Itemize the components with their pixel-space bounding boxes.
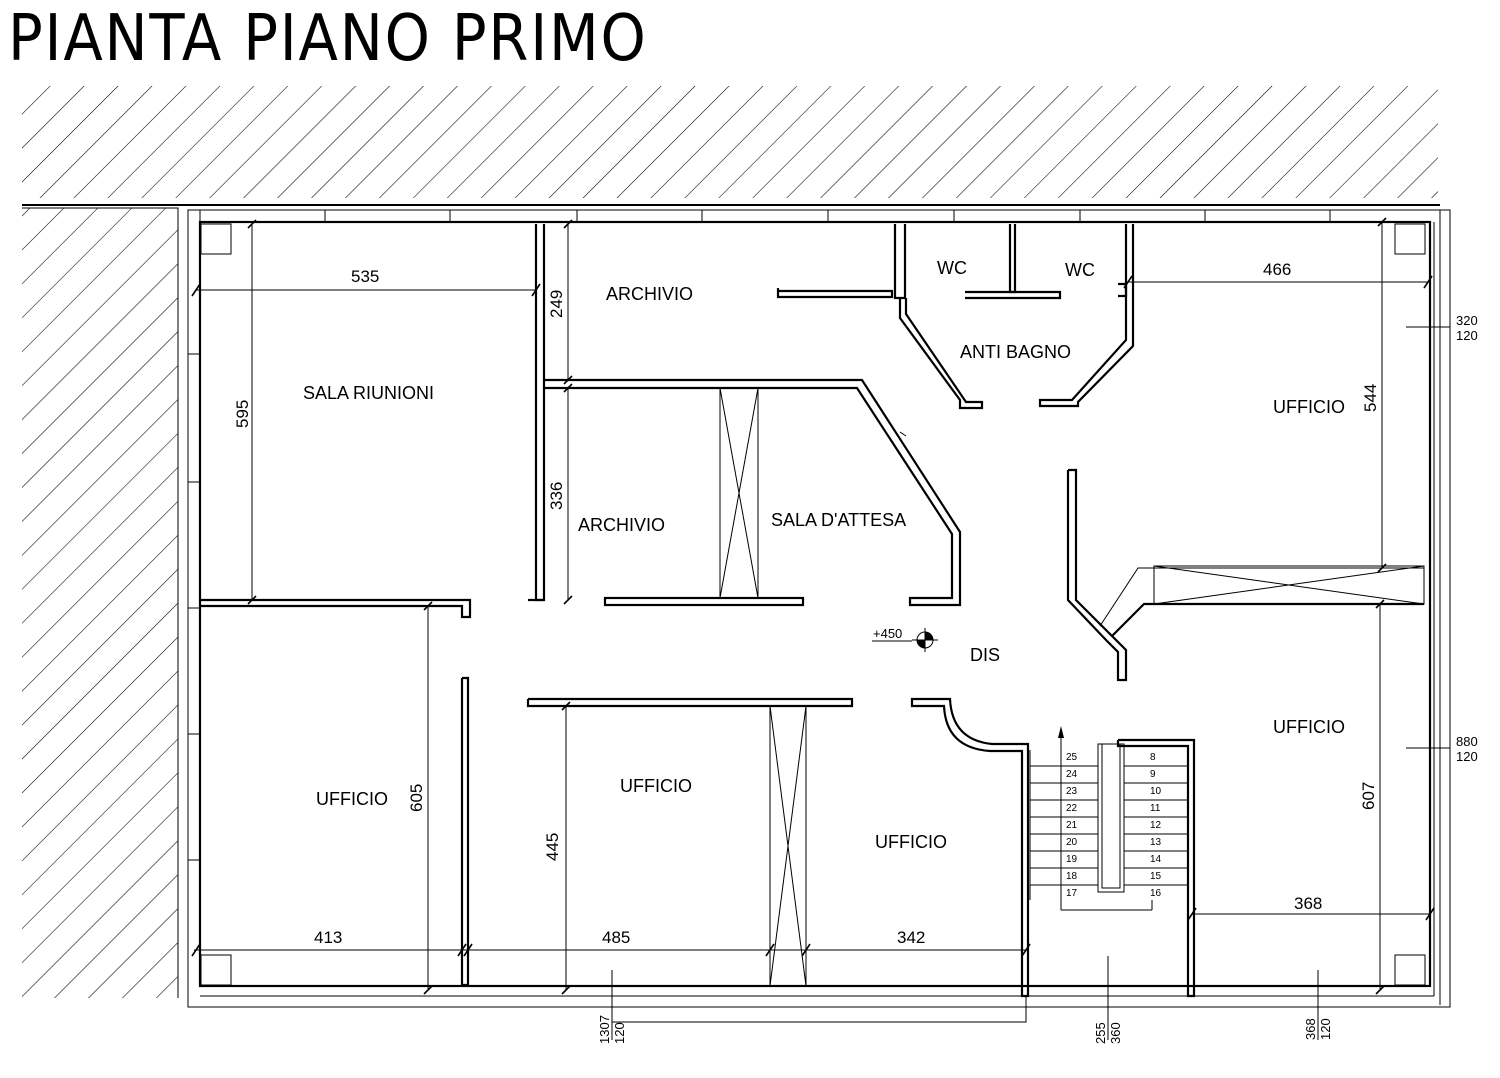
opening-b3-b: 120	[1318, 1018, 1333, 1040]
room-sala-attesa: SALA D'ATTESA	[771, 510, 906, 530]
dim-466: 466	[1263, 260, 1291, 279]
room-ufficio-top-right: UFFICIO	[1273, 397, 1345, 417]
outer-walls	[187, 209, 1451, 1008]
dim-535: 535	[351, 267, 379, 286]
opening-b1-a: 1307	[597, 1015, 612, 1044]
stair-step-number: 15	[1150, 871, 1162, 882]
stair-step-number: 9	[1150, 769, 1156, 780]
opening-b3-a: 368	[1303, 1018, 1318, 1040]
room-ufficio-bottom-center: UFFICIO	[875, 832, 947, 852]
staircase: 25 24 23 22 21 20 19 18 17 8 9 10 11 12 13 14 15 16	[1029, 726, 1188, 911]
room-ufficio-mid-right: UFFICIO	[1273, 717, 1345, 737]
stair-step-number: 21	[1066, 820, 1078, 831]
stair-step-number: 14	[1150, 854, 1162, 865]
stair-step-number: 12	[1150, 820, 1162, 831]
stair-step-number: 22	[1066, 803, 1078, 814]
dim-413: 413	[314, 928, 342, 947]
dim-607: 607	[1359, 782, 1378, 810]
dim-445: 445	[543, 833, 562, 861]
dim-595: 595	[233, 400, 252, 428]
stair-step-number: 24	[1066, 769, 1078, 780]
room-dis: DIS	[970, 645, 1000, 665]
opening-b2-a: 255	[1093, 1022, 1108, 1044]
room-wc-left: WC	[937, 258, 967, 278]
dim-605: 605	[407, 784, 426, 812]
dim-485: 485	[602, 928, 630, 947]
plan-title: PIANTA PIANO PRIMO	[8, 2, 648, 76]
level-marker: +450	[872, 626, 938, 652]
room-archivio-top: ARCHIVIO	[606, 284, 693, 304]
neighbour-building-top	[22, 86, 1438, 198]
room-wc-right: WC	[1065, 260, 1095, 280]
stair-step-number: 10	[1150, 786, 1162, 797]
room-archivio-mid: ARCHIVIO	[578, 515, 665, 535]
room-labels: SALA RIUNIONI ARCHIVIO ARCHIVIO SALA D'A…	[303, 258, 1345, 852]
room-sala-riunioni: SALA RIUNIONI	[303, 383, 434, 403]
stair-step-number: 16	[1150, 888, 1162, 899]
room-ufficio-bottom-left: UFFICIO	[316, 789, 388, 809]
stair-step-number: 13	[1150, 837, 1162, 848]
dim-544: 544	[1361, 384, 1380, 412]
stair-step-number: 19	[1066, 854, 1078, 865]
dimension-lines	[191, 217, 1450, 1040]
opening-r2-a: 880	[1456, 734, 1478, 749]
dim-336: 336	[547, 482, 566, 510]
stair-step-number: 23	[1066, 786, 1078, 797]
dim-342: 342	[897, 928, 925, 947]
dim-368: 368	[1294, 894, 1322, 913]
neighbour-building-left	[22, 207, 179, 998]
stair-step-number: 20	[1066, 837, 1078, 848]
opening-b2-b: 360	[1108, 1022, 1123, 1044]
stair-step-number: 18	[1066, 871, 1078, 882]
stair-step-number: 11	[1150, 803, 1161, 814]
dim-249: 249	[547, 290, 566, 318]
dimension-labels: 535 595 249 336 466 544 605 445 607 413 …	[233, 260, 1380, 947]
opening-b1-b: 120	[612, 1022, 627, 1044]
opening-references: 320 120 880 120 1307 120 255 360 368 120	[597, 313, 1478, 1044]
opening-r1-a: 320	[1456, 313, 1478, 328]
stair-step-number: 25	[1066, 752, 1078, 763]
stair-step-number: 17	[1066, 888, 1078, 899]
room-ufficio-bottom-mid: UFFICIO	[620, 776, 692, 796]
opening-r2-b: 120	[1456, 749, 1478, 764]
interior-walls	[200, 224, 1425, 998]
stair-step-number: 8	[1150, 752, 1156, 763]
level-label: +450	[873, 626, 902, 641]
opening-r1-b: 120	[1456, 328, 1478, 343]
room-anti-bagno: ANTI BAGNO	[960, 342, 1071, 362]
